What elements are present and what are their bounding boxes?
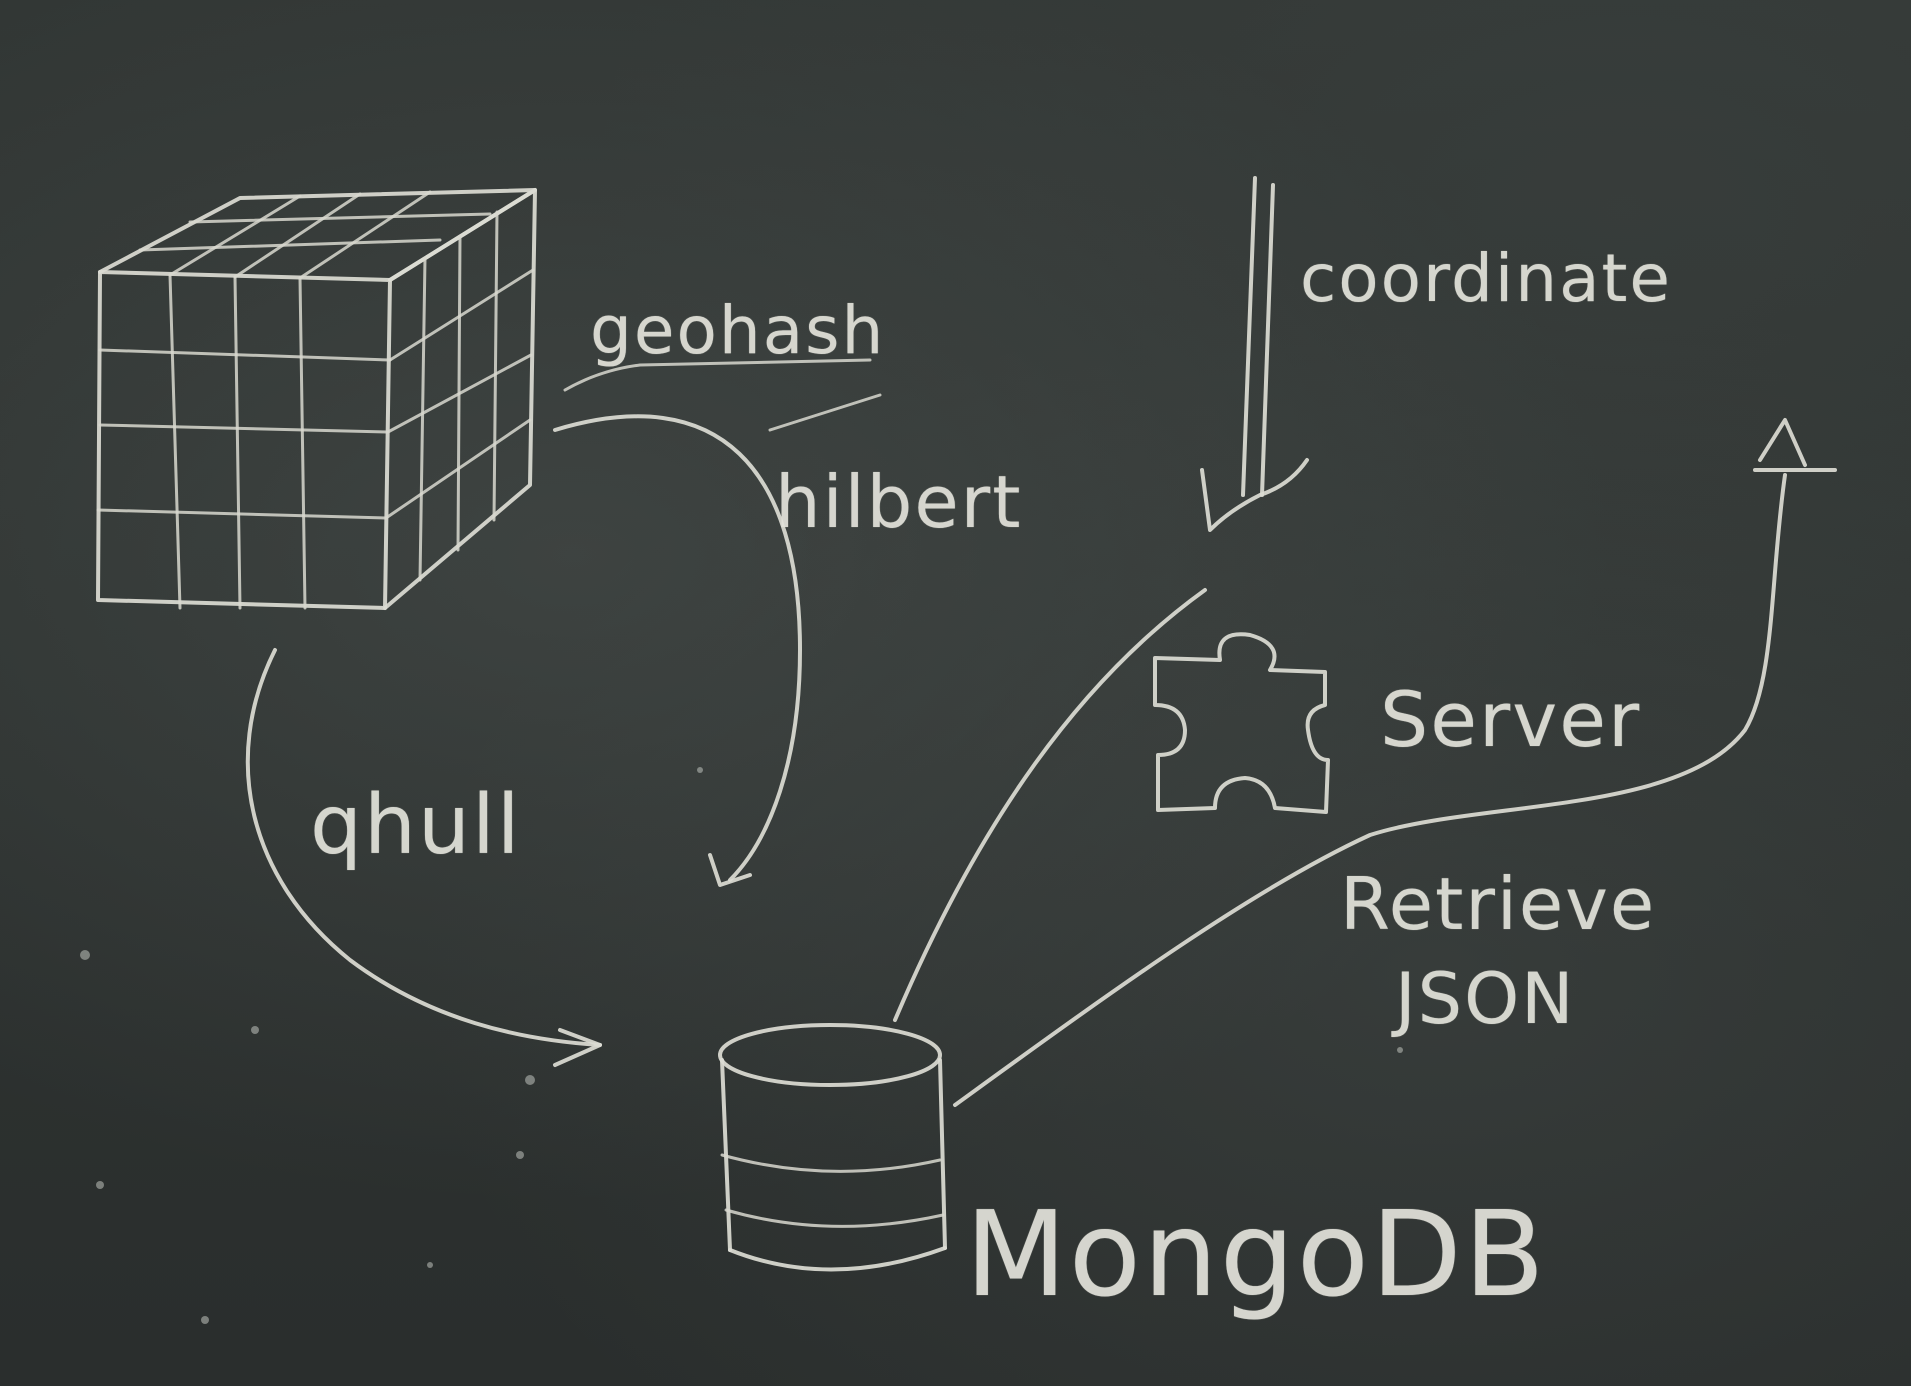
label-server: Server (1380, 675, 1642, 764)
hilbert-arrow (553, 414, 802, 887)
retrieve-arrow (953, 418, 1837, 1107)
chalk-dust (80, 767, 1403, 1324)
server-puzzle-icon (1153, 632, 1330, 814)
coordinate-arrow (1200, 176, 1309, 532)
label-mongodb: MongoDB (965, 1185, 1547, 1323)
geohash-underline (563, 358, 872, 392)
hilbert-underline (768, 393, 882, 432)
label-geohash: geohash (590, 292, 886, 369)
label-hilbert: hilbert (775, 460, 1023, 544)
mongodb-database-icon (718, 1023, 947, 1272)
grid-cube-icon (96, 188, 537, 610)
label-retrieve: Retrieve (1340, 862, 1657, 946)
label-coordinate: coordinate (1300, 240, 1673, 317)
mongodb-link-line (893, 588, 1207, 1022)
label-qhull: qhull (310, 778, 522, 873)
label-json: JSON (1395, 958, 1576, 1040)
qhull-arrow (245, 648, 602, 1067)
